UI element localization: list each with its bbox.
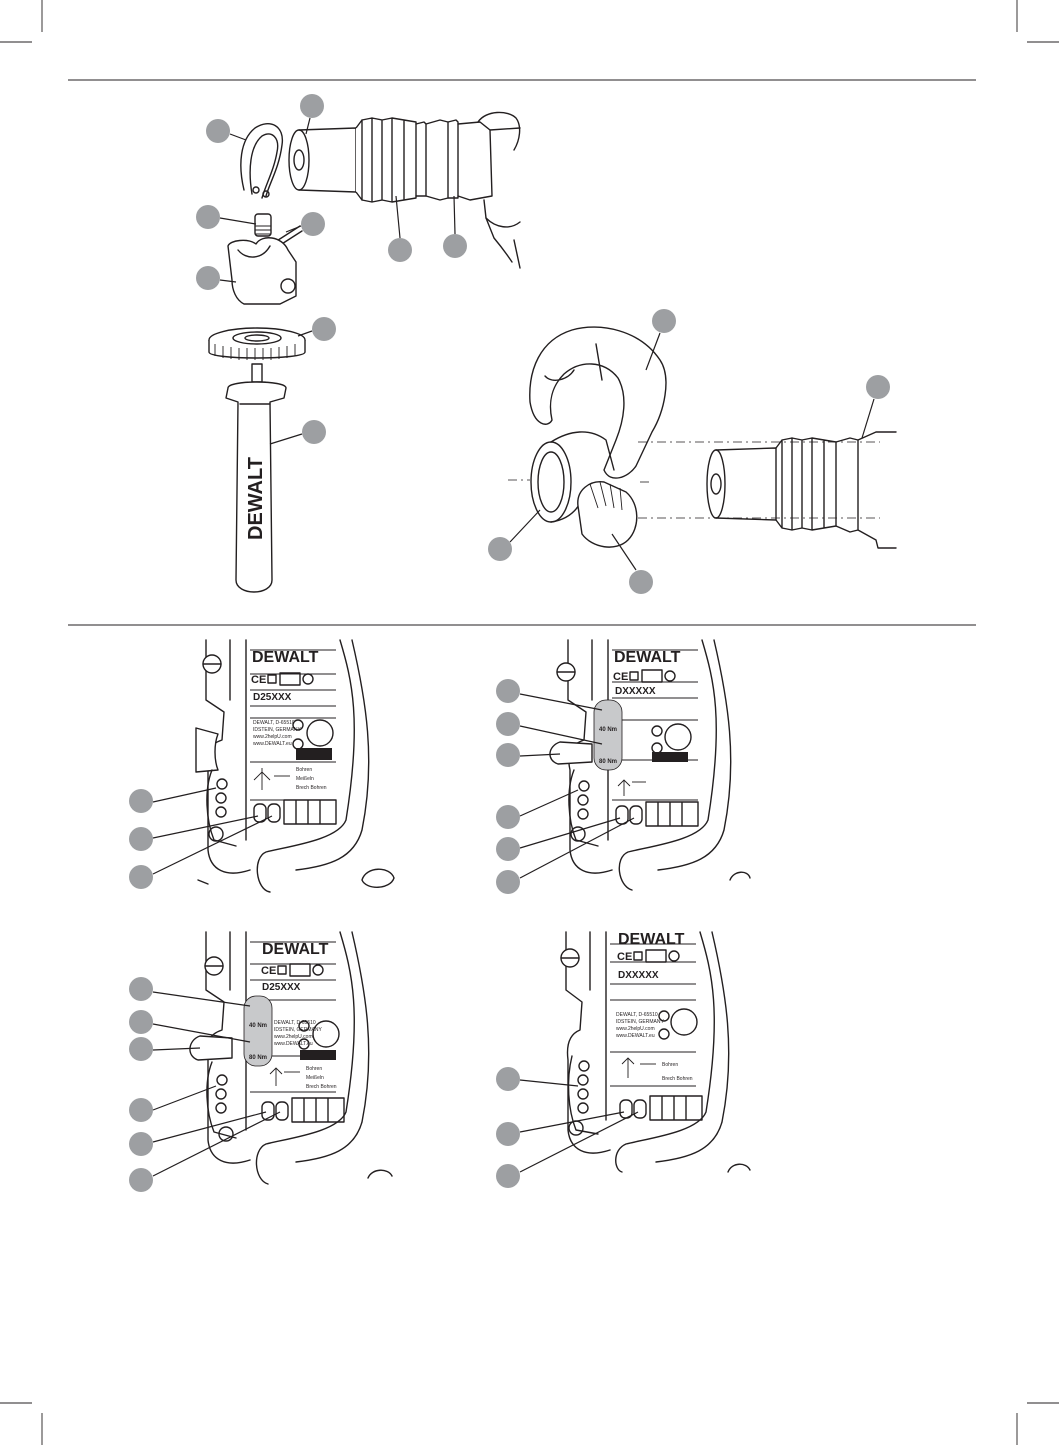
callout-marker <box>496 1122 520 1146</box>
plate-ce-mark: CE <box>617 951 632 963</box>
plate-web: www.2helpU.com <box>253 734 292 740</box>
tool-collar-figure <box>288 94 521 269</box>
side-handle-exploded-figure: DEWALT <box>196 119 336 593</box>
callout-marker <box>206 119 230 143</box>
callout-marker <box>443 234 467 258</box>
plate-address: DEWALT, D-65510 <box>253 720 295 726</box>
callout-marker <box>302 420 326 444</box>
plate-ce-mark: CE <box>251 674 266 686</box>
plate-logo: DEWALT <box>262 941 329 958</box>
torque-low-label: 40 Nm <box>599 727 617 733</box>
plate-address-2: IDSTEIN, GERMANY <box>616 1019 664 1025</box>
callout-marker <box>496 712 520 736</box>
mode-label: Bohren <box>296 767 312 773</box>
plate-web-2: www.DEWALT.eu <box>253 741 292 747</box>
callout-marker <box>629 570 653 594</box>
rating-plate-figure-a: DEWALT CE D25XXX DEWALT, D-65510 IDSTEIN… <box>129 639 395 893</box>
callout-marker <box>496 870 520 894</box>
callout-marker <box>312 317 336 341</box>
callout-marker <box>496 837 520 861</box>
mode-label: Bohren <box>306 1066 322 1072</box>
rating-plate-figure-b: DEWALT CE DXXXXX 40 Nm 80 Nm <box>496 639 751 894</box>
callout-marker <box>129 977 153 1001</box>
plate-web: www.2helpU.com <box>274 1034 313 1040</box>
plate-model-number: D25XXX <box>262 982 301 993</box>
plate-address: DEWALT, D-65510 <box>616 1012 658 1018</box>
plate-web: www.2helpU.com <box>616 1026 655 1032</box>
callout-marker <box>129 1168 153 1192</box>
callout-marker <box>129 789 153 813</box>
callout-marker <box>129 1132 153 1156</box>
mode-label: Meißeln <box>306 1075 324 1081</box>
plate-logo: DEWALT <box>252 649 319 666</box>
callout-marker <box>196 205 220 229</box>
handle-assembly-figure <box>488 309 897 594</box>
plate-model-number: DXXXXX <box>618 970 659 981</box>
torque-badge <box>243 995 273 1067</box>
mode-label: Meißeln <box>296 776 314 782</box>
plate-web-2: www.DEWALT.eu <box>274 1041 313 1047</box>
plate-address: DEWALT, D-65510 <box>274 1020 316 1026</box>
torque-high-label: 80 Nm <box>249 1055 267 1061</box>
callout-marker <box>496 679 520 703</box>
callout-marker <box>496 805 520 829</box>
callout-marker <box>300 94 324 118</box>
plate-ce-mark: CE <box>613 671 628 683</box>
torque-low-label: 40 Nm <box>249 1023 267 1029</box>
plate-address-2: IDSTEIN, GERMANY <box>274 1027 322 1033</box>
callout-marker <box>496 743 520 767</box>
rating-plate-figure-d: DEWALT CE DXXXXX DEWALT, D-65510 IDSTEIN… <box>496 931 751 1188</box>
callout-marker <box>129 1098 153 1122</box>
mode-label: Brech Bohren <box>662 1076 693 1082</box>
plate-logo: DEWALT <box>618 931 685 948</box>
callout-marker <box>129 827 153 851</box>
plate-ce-mark: CE <box>261 965 276 977</box>
callout-marker <box>652 309 676 333</box>
callout-marker <box>196 266 220 290</box>
callout-marker <box>488 537 512 561</box>
torque-high-label: 80 Nm <box>599 759 617 765</box>
plate-model-number: D25XXX <box>253 692 292 703</box>
plate-logo: DEWALT <box>614 649 681 666</box>
plate-model-number: DXXXXX <box>615 686 656 697</box>
mode-label: Brech Bohren <box>306 1084 337 1090</box>
callout-marker <box>388 238 412 262</box>
callout-marker <box>129 1010 153 1034</box>
torque-badge <box>593 699 623 771</box>
rating-plate-figure-c: DEWALT CE D25XXX 40 Nm 80 Nm DEWALT, D-6… <box>129 931 393 1192</box>
callout-marker <box>496 1164 520 1188</box>
callout-marker <box>301 212 325 236</box>
callout-marker <box>129 1037 153 1061</box>
plate-address-2: IDSTEIN, GERMANY <box>253 727 301 733</box>
callout-marker <box>496 1067 520 1091</box>
callout-marker <box>866 375 890 399</box>
mode-label: Brech Bohren <box>296 785 327 791</box>
mode-label: Bohren <box>662 1062 678 1068</box>
handle-logo: DEWALT <box>245 457 267 540</box>
callout-marker <box>129 865 153 889</box>
plate-web-2: www.DEWALT.eu <box>616 1033 655 1039</box>
